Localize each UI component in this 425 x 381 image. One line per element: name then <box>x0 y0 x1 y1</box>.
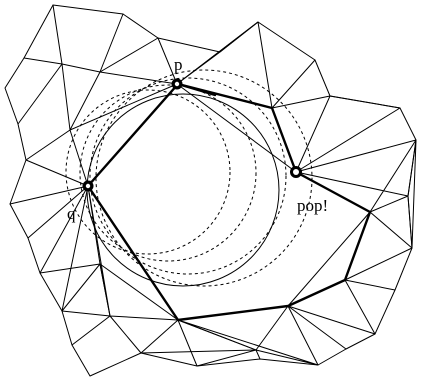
marked-vertices <box>82 78 302 192</box>
dashed-circle-3 <box>89 77 287 275</box>
vertex-p-center <box>174 81 180 87</box>
vertex-pop-center <box>293 169 299 175</box>
cavity-boundary <box>86 82 372 322</box>
label-q: q <box>67 204 76 223</box>
label-p: p <box>174 55 183 74</box>
mesh-edges-lower-left <box>87 185 257 367</box>
cavity-polygon <box>86 82 372 322</box>
mesh-edges-bottom <box>177 319 319 366</box>
mesh-edges-lower-right <box>255 211 413 366</box>
dashed-circle-1 <box>65 89 231 255</box>
edge-p-right <box>176 82 217 97</box>
mesh-edges-left-lower <box>39 185 179 354</box>
mesh-edges-left <box>9 63 178 274</box>
triangulation-mesh <box>4 4 417 377</box>
mesh-edges-outer-right <box>407 139 417 249</box>
empty-circles <box>65 69 313 287</box>
vertex-q-center <box>85 183 91 189</box>
dashed-circle-2 <box>79 84 257 262</box>
solid-circle <box>86 93 280 287</box>
label-pop: pop! <box>297 196 329 215</box>
mesh-edges-upper-left <box>23 4 259 85</box>
